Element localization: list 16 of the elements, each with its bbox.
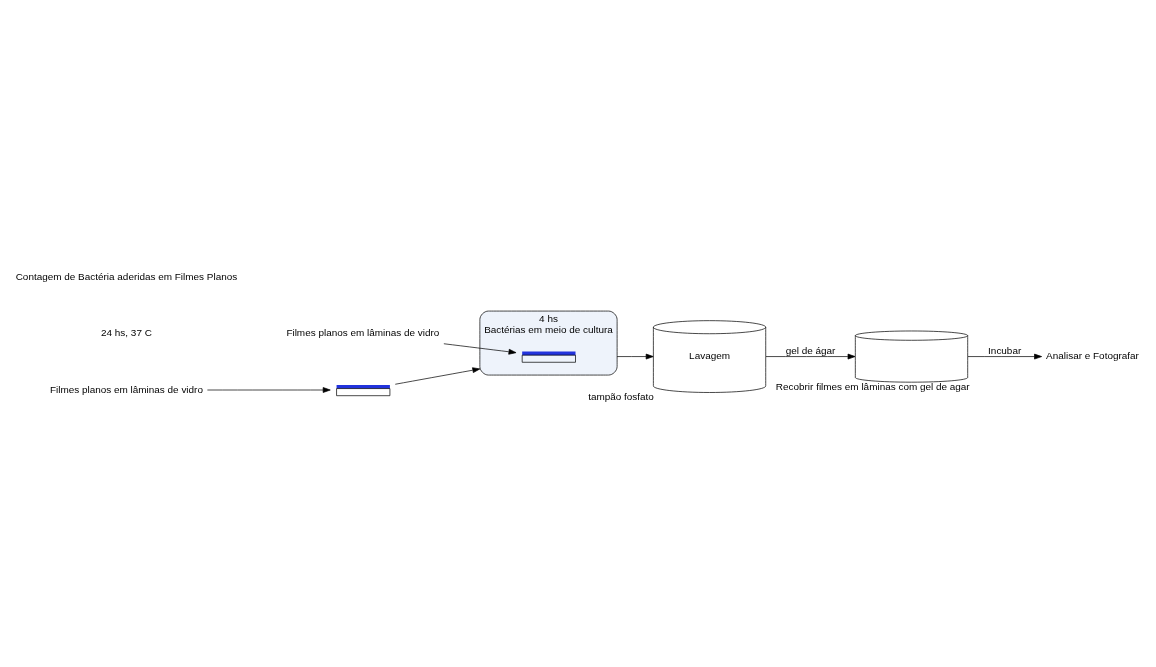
arrow	[765, 353, 856, 359]
arrow	[616, 353, 654, 359]
edge-label: Incubar	[988, 344, 1022, 356]
arrow	[207, 386, 331, 393]
node-text: Filmes planos em lâminas de vidro	[286, 326, 440, 338]
node-label: Recobrir filmes em lâminas com gel de agar	[775, 380, 970, 392]
label: 24 hs, 37 C	[101, 326, 152, 338]
arrow	[443, 342, 517, 355]
arrow	[967, 353, 1042, 359]
edge-label: gel de ágar	[785, 344, 836, 356]
node-label: 4 hs	[539, 312, 558, 324]
node-label: tampão fosfato	[588, 390, 654, 402]
arrow	[394, 366, 481, 385]
node-text: Filmes planos em lâminas de vidro	[49, 383, 203, 395]
label: Contagem de Bactéria aderidas em Filmes Planos	[15, 270, 238, 282]
node-text: Analisar e Fotografar	[1046, 349, 1139, 361]
